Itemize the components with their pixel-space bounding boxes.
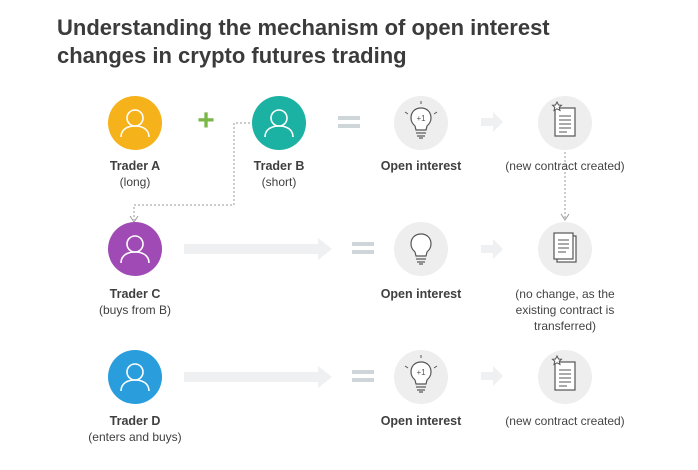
trader-a-avatar	[108, 96, 162, 150]
user-icon	[120, 235, 150, 264]
trader-a-role: (long)	[119, 175, 151, 189]
trader-d-role: (enters and buys)	[88, 430, 182, 444]
user-icon	[120, 363, 150, 392]
user-icon	[120, 109, 150, 138]
equals-operator-3	[352, 370, 374, 382]
small-arrow-1	[481, 112, 503, 132]
lightbulb-plus-one-icon: +1	[404, 101, 438, 139]
connector-contract-transfer-arrowhead	[560, 213, 570, 221]
trader-b-label: Trader B (short)	[239, 158, 319, 190]
small-arrow-2	[481, 239, 503, 259]
open-interest-label-1: Open interest	[368, 158, 474, 174]
new-contract-icon	[551, 100, 576, 137]
equals-operator-2	[352, 242, 374, 254]
bulb-badge-text-3: +1	[416, 368, 426, 377]
outcome-line-2: existing contract is	[515, 303, 615, 317]
trader-a-label: Trader A (long)	[95, 158, 175, 190]
trader-b-role: (short)	[261, 175, 297, 189]
outcome-line-3: transferred)	[533, 319, 597, 333]
open-interest-label-3: Open interest	[368, 413, 474, 429]
trader-d-avatar	[108, 350, 162, 404]
outcome-line-1: (no change, as the	[515, 287, 615, 301]
contract-icon-1-bg	[538, 96, 592, 150]
open-interest-icon-3: +1	[394, 350, 448, 404]
trader-d-name: Trader D	[109, 414, 161, 428]
outcome-label-3: (new contract created)	[505, 414, 625, 428]
trader-b-name: Trader B	[253, 159, 305, 173]
trader-c-name: Trader C	[109, 287, 161, 301]
contract-icon-3-bg	[538, 350, 592, 404]
trader-c-label: Trader C (buys from B)	[80, 286, 190, 318]
plus-operator: +	[197, 104, 215, 137]
small-arrow-3	[481, 366, 503, 386]
title-line-2: changes in crypto futures trading	[57, 43, 407, 68]
outcome-label-2: (no change, as the existing contract is …	[490, 286, 640, 334]
lightbulb-plus-one-icon: +1	[404, 355, 438, 393]
user-icon	[264, 109, 294, 138]
connector-b-to-c	[133, 122, 258, 220]
trader-a-name: Trader A	[109, 159, 161, 173]
new-contract-icon	[551, 354, 576, 391]
open-interest-icon-2	[394, 222, 448, 276]
outcome-label-1: (new contract created)	[505, 159, 625, 173]
trader-c-role: (buys from B)	[98, 303, 171, 317]
trader-d-label: Trader D (enters and buys)	[75, 413, 195, 445]
long-arrow-2	[184, 238, 332, 260]
open-interest-icon-1: +1	[394, 96, 448, 150]
long-arrow-3	[184, 366, 332, 388]
equals-operator	[338, 116, 360, 128]
open-interest-text-3: Open interest	[380, 414, 462, 428]
contract-icon-2-bg	[538, 222, 592, 276]
trader-c-avatar	[108, 222, 162, 276]
page-title: Understanding the mechanism of open inte…	[57, 14, 657, 70]
trader-b-avatar	[252, 96, 306, 150]
bulb-badge-text: +1	[416, 114, 426, 123]
transferred-contract-icon	[553, 232, 577, 263]
open-interest-text-1: Open interest	[380, 159, 462, 173]
title-line-1: Understanding the mechanism of open inte…	[57, 15, 550, 40]
open-interest-text-2: Open interest	[380, 287, 462, 301]
open-interest-label-2: Open interest	[368, 286, 474, 302]
lightbulb-icon	[410, 233, 432, 265]
